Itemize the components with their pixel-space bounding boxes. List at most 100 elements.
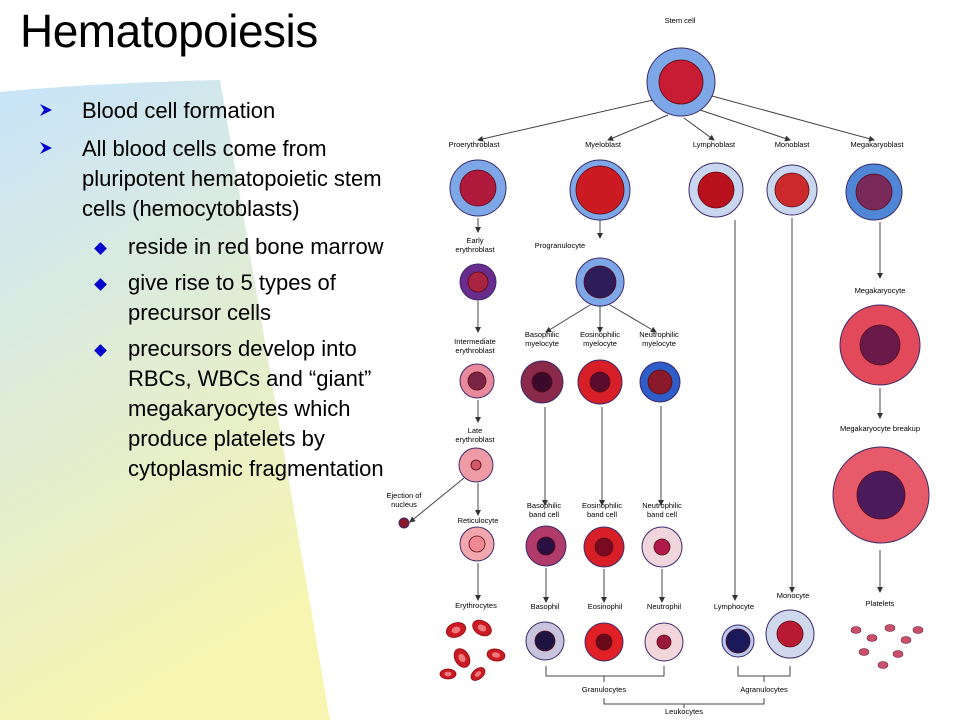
platelet bbox=[900, 636, 912, 644]
cell-illustrations bbox=[398, 47, 930, 681]
label-basophilic-myelocyte-1: Basophilic bbox=[525, 330, 559, 339]
label-monocyte: Monocyte bbox=[777, 591, 810, 600]
diamond-bullet-icon bbox=[94, 344, 107, 357]
arrow-stem-to-monoblast bbox=[699, 109, 791, 142]
label-lymphoblast: Lymphoblast bbox=[693, 140, 736, 149]
arrow-progranulocyte-to-basophilic-myelocyte bbox=[545, 304, 591, 333]
arrow-stem-to-myeloblast bbox=[607, 114, 669, 141]
arrow-stem-to-lymphoblast bbox=[683, 117, 715, 141]
ejected-nucleus bbox=[398, 517, 410, 529]
label-erythrocytes: Erythrocytes bbox=[455, 601, 497, 610]
erythrocyte-1 bbox=[445, 622, 467, 638]
megakaryocyte-cell bbox=[839, 304, 921, 386]
intermediate-erythroblast-cell bbox=[459, 363, 495, 399]
erythrocyte-4 bbox=[453, 648, 471, 668]
arrow-bullet-icon bbox=[40, 104, 52, 116]
label-neutrophilic-myelocyte-2: myelocyte bbox=[642, 339, 676, 348]
label-granulocytes: Granulocytes bbox=[582, 685, 626, 694]
label-basophil: Basophil bbox=[531, 602, 560, 611]
label-stem-cell: Stem cell bbox=[665, 16, 696, 25]
platelet bbox=[877, 661, 889, 669]
label-neutrophilic-band-1: Neutrophilic bbox=[642, 501, 682, 510]
arrow-bullet-icon bbox=[40, 142, 52, 154]
label-eosinophilic-myelocyte-1: Eosinophilic bbox=[580, 330, 620, 339]
label-intermediate-erythroblast-2: erythroblast bbox=[455, 346, 495, 355]
label-early-erythroblast-1: Early bbox=[466, 236, 483, 245]
proerythroblast-cell bbox=[449, 159, 507, 217]
leukocytes-bracket bbox=[603, 698, 765, 708]
label-late-erythroblast-2: erythroblast bbox=[455, 435, 495, 444]
label-neutrophilic-band-2: band cell bbox=[647, 510, 677, 519]
label-megakaryocyte-breakup: Megakaryocyte breakup bbox=[840, 424, 920, 433]
label-leukocytes: Leukocytes bbox=[665, 707, 703, 716]
bullet-text: All blood cells come from pluripotent he… bbox=[82, 136, 382, 221]
diamond-bullet-icon bbox=[94, 242, 107, 255]
label-early-erythroblast-2: erythroblast bbox=[455, 245, 495, 254]
label-ejection-2: nucleus bbox=[391, 500, 417, 509]
group-brackets bbox=[545, 666, 791, 708]
label-basophilic-myelocyte-2: myelocyte bbox=[525, 339, 559, 348]
sub-bullet-text: precursors develop into RBCs, WBCs and “… bbox=[128, 336, 384, 481]
slide-title: Hematopoiesis bbox=[20, 5, 318, 57]
platelet bbox=[850, 626, 862, 634]
erythrocyte-5 bbox=[439, 668, 457, 680]
label-eosinophilic-myelocyte-2: myelocyte bbox=[583, 339, 617, 348]
sub-bullet-item: reside in red bone marrow bbox=[36, 232, 396, 262]
erythrocyte-3 bbox=[486, 648, 506, 662]
basophilic-band-cell bbox=[525, 525, 567, 567]
sub-bullet-item: give rise to 5 types of precursor cells bbox=[36, 268, 396, 328]
neutrophilic-band-cell bbox=[641, 526, 683, 568]
label-eosinophil: Eosinophil bbox=[588, 602, 623, 611]
eosinophilic-myelocyte-cell bbox=[577, 359, 623, 405]
eosinophilic-band-cell bbox=[583, 526, 625, 568]
monocyte-cell bbox=[765, 609, 815, 659]
late-erythroblast-cell bbox=[458, 447, 494, 483]
agranulocytes-bracket bbox=[737, 666, 791, 682]
label-progranulocyte: Progranulocyte bbox=[535, 241, 585, 250]
arrow-ejection-of-nucleus bbox=[409, 477, 465, 523]
neutrophil-cell bbox=[644, 622, 684, 662]
erythrocyte-6 bbox=[470, 667, 486, 681]
stem-cell bbox=[646, 47, 716, 117]
label-eosinophilic-band-1: Eosinophilic bbox=[582, 501, 622, 510]
early-erythroblast-cell bbox=[459, 263, 497, 301]
sub-bullet-text: reside in red bone marrow bbox=[128, 234, 384, 259]
platelet bbox=[884, 624, 896, 632]
label-myeloblast: Myeloblast bbox=[585, 140, 622, 149]
label-eosinophilic-band-2: band cell bbox=[587, 510, 617, 519]
label-proerythroblast: Proerythroblast bbox=[449, 140, 501, 149]
sub-bullet-text: give rise to 5 types of precursor cells bbox=[128, 270, 336, 325]
platelet bbox=[866, 634, 878, 642]
erythrocyte-2 bbox=[472, 619, 492, 637]
label-neutrophilic-myelocyte-1: Neutrophilic bbox=[639, 330, 679, 339]
lymphoblast-cell bbox=[688, 162, 744, 218]
bullet-item: All blood cells come from pluripotent he… bbox=[36, 134, 396, 224]
lymphocyte-cell bbox=[721, 624, 755, 658]
granulocytes-bracket bbox=[545, 666, 665, 682]
sub-bullet-item: precursors develop into RBCs, WBCs and “… bbox=[36, 334, 396, 484]
label-megakaryocyte: Megakaryocyte bbox=[855, 286, 906, 295]
label-agranulocytes: Agranulocytes bbox=[740, 685, 788, 694]
bullet-item: Blood cell formation bbox=[36, 96, 396, 126]
label-ejection-1: Ejection of bbox=[386, 491, 422, 500]
label-platelets: Platelets bbox=[866, 599, 895, 608]
label-monoblast: Monoblast bbox=[775, 140, 811, 149]
platelet bbox=[912, 626, 924, 634]
reticulocyte-cell bbox=[459, 526, 495, 562]
label-late-erythroblast-1: Late bbox=[468, 426, 483, 435]
label-neutrophil: Neutrophil bbox=[647, 602, 682, 611]
label-lymphocyte: Lymphocyte bbox=[714, 602, 754, 611]
bullet-text: Blood cell formation bbox=[82, 98, 276, 123]
platelet bbox=[892, 650, 904, 658]
label-reticulocyte: Reticulocyte bbox=[458, 516, 499, 525]
monoblast-cell bbox=[766, 164, 818, 216]
myeloblast-cell bbox=[569, 159, 631, 221]
label-intermediate-erythroblast-1: Intermediate bbox=[454, 337, 496, 346]
lineage-arrows bbox=[409, 95, 883, 603]
basophilic-myelocyte-cell bbox=[520, 360, 564, 404]
label-basophilic-band-2: band cell bbox=[529, 510, 559, 519]
diamond-bullet-icon bbox=[94, 278, 107, 291]
